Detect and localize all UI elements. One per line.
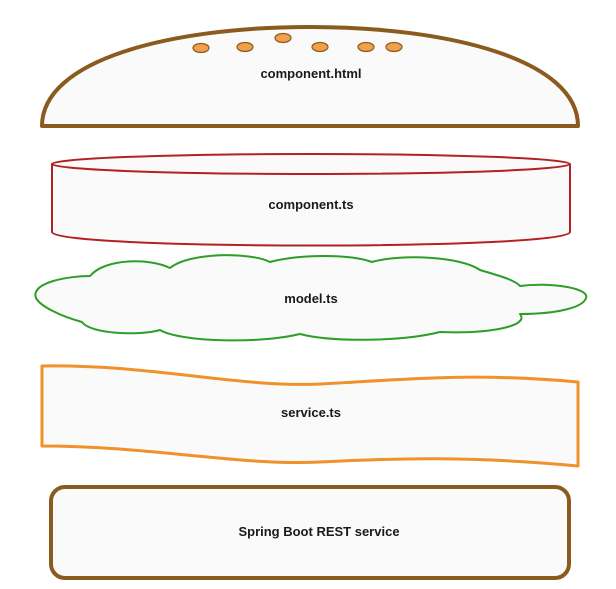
layer-spring-boot-rest-service: Spring Boot REST service	[51, 487, 569, 578]
layer-label-component-html: component.html	[260, 66, 361, 81]
sesame-seed	[275, 34, 291, 43]
layer-label-model-ts: model.ts	[284, 291, 337, 306]
sesame-seed	[386, 43, 402, 52]
sesame-seed	[358, 43, 374, 52]
cylinder-top	[52, 154, 570, 174]
layer-label-service-ts: service.ts	[281, 405, 341, 420]
sesame-seed	[193, 44, 209, 53]
sesame-seed	[312, 43, 328, 52]
sesame-seed	[237, 43, 253, 52]
layer-label-spring-boot-rest-service: Spring Boot REST service	[238, 524, 399, 539]
layer-label-component-ts: component.ts	[268, 197, 353, 212]
layer-component-ts: component.ts	[52, 154, 570, 246]
